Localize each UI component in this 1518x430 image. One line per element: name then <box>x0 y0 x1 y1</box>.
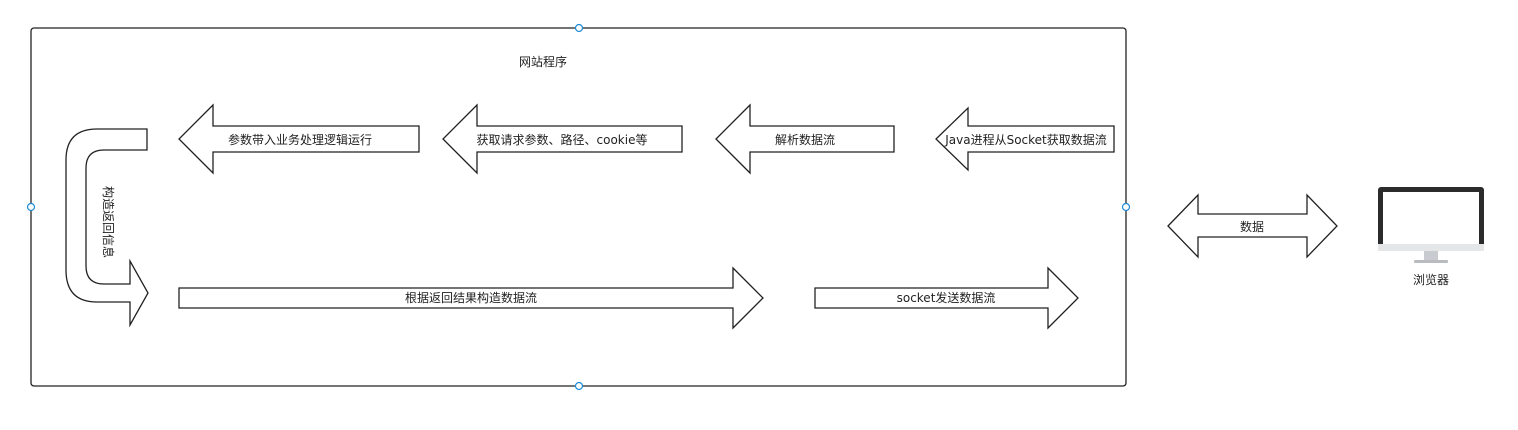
arrow-business-logic[interactable]: 参数带入业务处理逻辑运行 <box>178 103 420 175</box>
arrow-label: 获取请求参数、路径、cookie等 <box>477 132 648 147</box>
arrow-label: socket发送数据流 <box>897 290 996 305</box>
container-title: 网站程序 <box>519 54 567 69</box>
arrow-label: 数据 <box>1240 219 1264 234</box>
resize-handle-left[interactable] <box>26 202 36 212</box>
arrow-label: 解析数据流 <box>775 132 835 147</box>
resize-handle-right[interactable] <box>1121 202 1131 212</box>
arrow-get-request-params[interactable]: 获取请求参数、路径、cookie等 <box>442 103 683 175</box>
arrow-java-read-socket[interactable]: Java进程从Socket获取数据流 <box>935 106 1115 172</box>
arrow-label: 参数带入业务处理逻辑运行 <box>228 132 372 147</box>
browser-node[interactable]: 浏览器 <box>1378 187 1484 287</box>
arrow-socket-send[interactable]: socket发送数据流 <box>814 266 1079 330</box>
data-exchange-arrow[interactable]: 数据 <box>1167 193 1338 259</box>
arrow-parse-stream[interactable]: 解析数据流 <box>715 103 895 175</box>
u-turn-arrow-build-response[interactable]: 构造返回信息 <box>65 128 149 328</box>
browser-label: 浏览器 <box>1413 272 1449 287</box>
u-turn-label: 构造返回信息 <box>101 186 116 258</box>
resize-handle-top[interactable] <box>574 23 584 33</box>
arrow-label: Java进程从Socket获取数据流 <box>944 132 1107 147</box>
arrow-label: 根据返回结果构造数据流 <box>405 290 537 305</box>
resize-handle-bottom[interactable] <box>574 381 584 391</box>
arrow-build-data-stream[interactable]: 根据返回结果构造数据流 <box>178 266 764 330</box>
website-program-container[interactable]: 网站程序 <box>26 23 1131 391</box>
monitor-icon <box>1378 187 1484 263</box>
